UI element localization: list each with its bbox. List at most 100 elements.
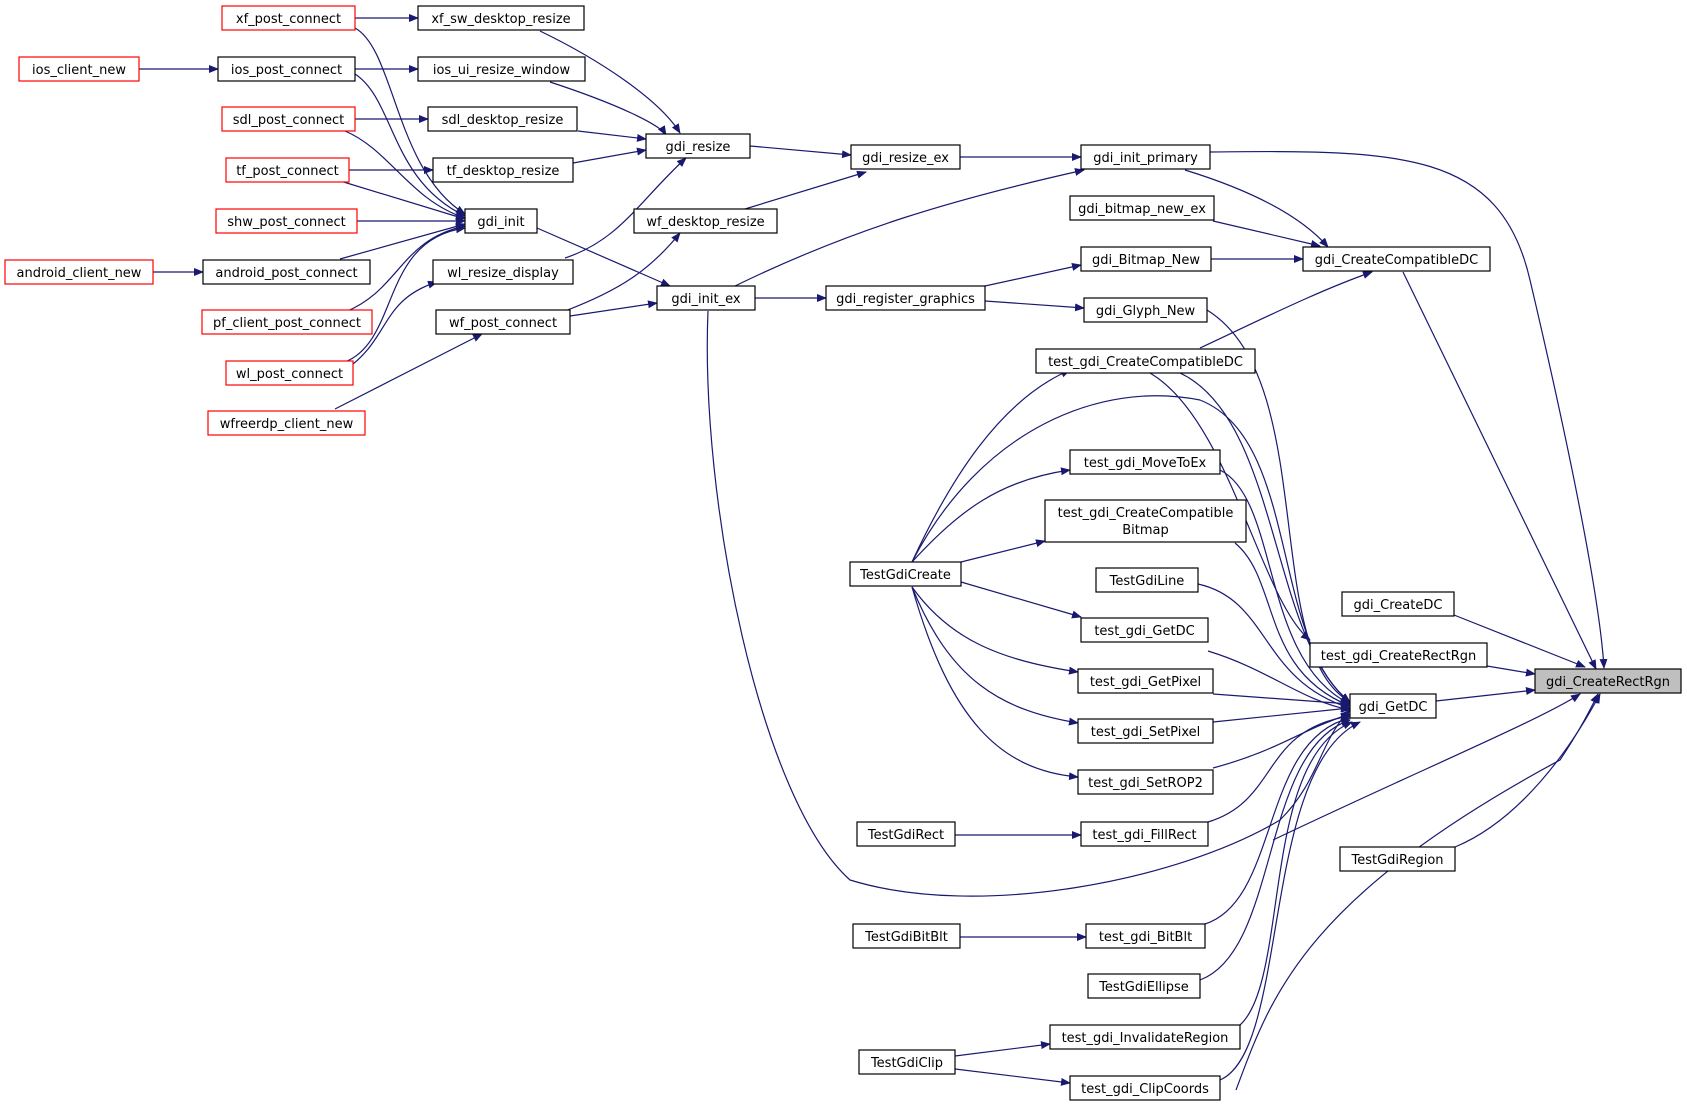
node-test_gdi_CreateCompatibleDC[interactable]: test_gdi_CreateCompatibleDC [1035, 348, 1256, 374]
node-label: sdl_post_connect [233, 113, 345, 128]
node-test_gdi_ClipCoords[interactable]: test_gdi_ClipCoords [1069, 1075, 1221, 1101]
node-box [633, 208, 778, 234]
node-label: TestGdiClip [870, 1056, 943, 1071]
node-box [1341, 591, 1455, 617]
edge-sdl_desktop_resize-gdi_resize [577, 130, 647, 142]
node-TestGdiRect[interactable]: TestGdiRect [856, 821, 956, 847]
node-label: gdi_CreateRectRgn [1546, 675, 1670, 690]
node-test_gdi_BitBlt[interactable]: test_gdi_BitBlt [1085, 923, 1206, 949]
edge-test_gdi_GetDC-gdi_GetDC [1207, 650, 1351, 713]
edge-wl_resize_display-gdi_resize [564, 157, 687, 259]
node-gdi_resize_ex[interactable]: gdi_resize_ex [850, 144, 961, 170]
node-wl_post_connect[interactable]: wl_post_connect [225, 360, 354, 386]
node-box [1080, 821, 1209, 847]
edge-TestGdiCreate-test_gdi_GetPixel [911, 586, 1079, 675]
node-TestGdiEllipse[interactable]: TestGdiEllipse [1087, 973, 1201, 999]
node-label: test_gdi_GetPixel [1090, 675, 1201, 690]
node-box [1339, 846, 1456, 872]
node-ios_post_connect[interactable]: ios_post_connect [217, 56, 356, 82]
node-ios_client_new[interactable]: ios_client_new [18, 56, 140, 82]
node-TestGdiBitBlt[interactable]: TestGdiBitBlt [852, 923, 961, 949]
node-android_post_connect[interactable]: android_post_connect [202, 259, 371, 285]
node-TestGdiClip[interactable]: TestGdiClip [858, 1049, 956, 1075]
node-test_gdi_InvalidateRegion[interactable]: test_gdi_InvalidateRegion [1049, 1024, 1241, 1050]
node-gdi_Glyph_New[interactable]: gdi_Glyph_New [1083, 297, 1208, 323]
node-gdi_init[interactable]: gdi_init [464, 208, 538, 234]
node-label: wfreerdp_client_new [220, 417, 354, 432]
node-wl_resize_display[interactable]: wl_resize_display [432, 259, 574, 285]
node-gdi_resize[interactable]: gdi_resize [645, 133, 751, 159]
node-gdi_register_graphics[interactable]: gdi_register_graphics [825, 285, 986, 311]
node-gdi_Bitmap_New[interactable]: gdi_Bitmap_New [1080, 246, 1212, 272]
node-label: xf_sw_desktop_resize [431, 12, 570, 27]
edge-wf_post_connect-wf_desktop_resize [564, 232, 681, 312]
node-box [850, 144, 961, 170]
node-gdi_init_primary[interactable]: gdi_init_primary [1080, 144, 1211, 170]
node-test_gdi_GetPixel[interactable]: test_gdi_GetPixel [1077, 668, 1214, 694]
node-sdl_post_connect[interactable]: sdl_post_connect [221, 106, 356, 132]
node-box [1044, 499, 1247, 543]
node-test_gdi_GetDC[interactable]: test_gdi_GetDC [1080, 617, 1209, 643]
node-box [1069, 449, 1221, 475]
node-label: wf_post_connect [449, 316, 557, 331]
node-test_gdi_SetROP2[interactable]: test_gdi_SetROP2 [1077, 769, 1214, 795]
node-gdi_bitmap_new_ex[interactable]: gdi_bitmap_new_ex [1069, 195, 1215, 221]
node-box [1302, 246, 1491, 272]
node-label: ios_ui_resize_window [433, 63, 571, 78]
node-ios_ui_resize_window[interactable]: ios_ui_resize_window [417, 56, 586, 82]
edge-wf_desktop_resize-gdi_resize_ex [744, 170, 867, 210]
node-pf_client_post_connect[interactable]: pf_client_post_connect [201, 309, 373, 335]
edge-gdi_init-gdi_init_ex [536, 227, 671, 287]
node-TestGdiLine[interactable]: TestGdiLine [1095, 567, 1199, 593]
node-xf_post_connect[interactable]: xf_post_connect [221, 5, 356, 31]
node-test_gdi_FillRect[interactable]: test_gdi_FillRect [1080, 821, 1209, 847]
node-tf_desktop_resize[interactable]: tf_desktop_resize [432, 157, 574, 183]
node-shw_post_connect[interactable]: shw_post_connect [215, 208, 358, 234]
edge-TestGdiRegion-gdi_CreateRectRgn [1454, 693, 1601, 848]
edge-ios_ui_resize_window-gdi_resize [549, 81, 667, 136]
node-label: TestGdiRect [867, 828, 944, 843]
node-box [1077, 769, 1214, 795]
node-tf_post_connect[interactable]: tf_post_connect [225, 157, 350, 183]
node-label: wl_post_connect [236, 367, 343, 382]
node-gdi_CreateDC[interactable]: gdi_CreateDC [1341, 591, 1455, 617]
node-label: gdi_CreateDC [1354, 598, 1443, 613]
node-wf_desktop_resize[interactable]: wf_desktop_resize [633, 208, 778, 234]
node-wf_post_connect[interactable]: wf_post_connect [435, 309, 571, 335]
edge-TestGdiCreate-gdi_GetDC [911, 395, 1351, 703]
node-gdi_init_ex[interactable]: gdi_init_ex [656, 285, 756, 311]
node-box [4, 259, 154, 285]
node-gdi_CreateRectRgn[interactable]: gdi_CreateRectRgn [1534, 668, 1682, 694]
node-label: test_gdi_FillRect [1092, 828, 1196, 843]
node-box [417, 5, 585, 31]
node-box [1069, 1075, 1221, 1101]
node-TestGdiRegion[interactable]: TestGdiRegion [1339, 846, 1456, 872]
node-label: gdi_init [477, 215, 524, 230]
node-wfreerdp_client_new[interactable]: wfreerdp_client_new [207, 410, 366, 436]
node-label: ios_client_new [32, 63, 126, 78]
call-edges [139, 14, 1608, 1091]
node-test_gdi_SetPixel[interactable]: test_gdi_SetPixel [1077, 718, 1214, 744]
node-label: gdi_bitmap_new_ex [1078, 202, 1206, 217]
node-sdl_desktop_resize[interactable]: sdl_desktop_resize [427, 106, 578, 132]
node-label: gdi_resize [666, 140, 731, 155]
node-box [1349, 693, 1437, 719]
node-gdi_CreateCompatibleDC[interactable]: gdi_CreateCompatibleDC [1302, 246, 1491, 272]
node-label: shw_post_connect [227, 215, 346, 230]
edge-TestGdiClip-test_gdi_ClipCoords [954, 1068, 1071, 1086]
node-box [856, 821, 956, 847]
node-test_gdi_CreateRectRgn[interactable]: test_gdi_CreateRectRgn [1309, 642, 1488, 668]
edge-test_gdi_CreateCompatibleDC-gdi_GetDC [1179, 372, 1351, 703]
edge-test_gdi_CreateRectRgn-gdi_CreateRectRgn [1486, 665, 1536, 677]
node-TestGdiCreate[interactable]: TestGdiCreate [849, 561, 962, 587]
node-test_gdi_MoveToEx[interactable]: test_gdi_MoveToEx [1069, 449, 1221, 475]
node-box [1077, 718, 1214, 744]
node-xf_sw_desktop_resize[interactable]: xf_sw_desktop_resize [417, 5, 585, 31]
node-gdi_GetDC[interactable]: gdi_GetDC [1349, 693, 1437, 719]
node-box [849, 561, 962, 587]
edge-wl_post_connect-wl_resize_display [344, 280, 438, 371]
node-label: test_gdi_CreateRectRgn [1321, 649, 1477, 664]
edge-gdi_resize-gdi_resize_ex [749, 145, 852, 159]
node-android_client_new[interactable]: android_client_new [4, 259, 154, 285]
